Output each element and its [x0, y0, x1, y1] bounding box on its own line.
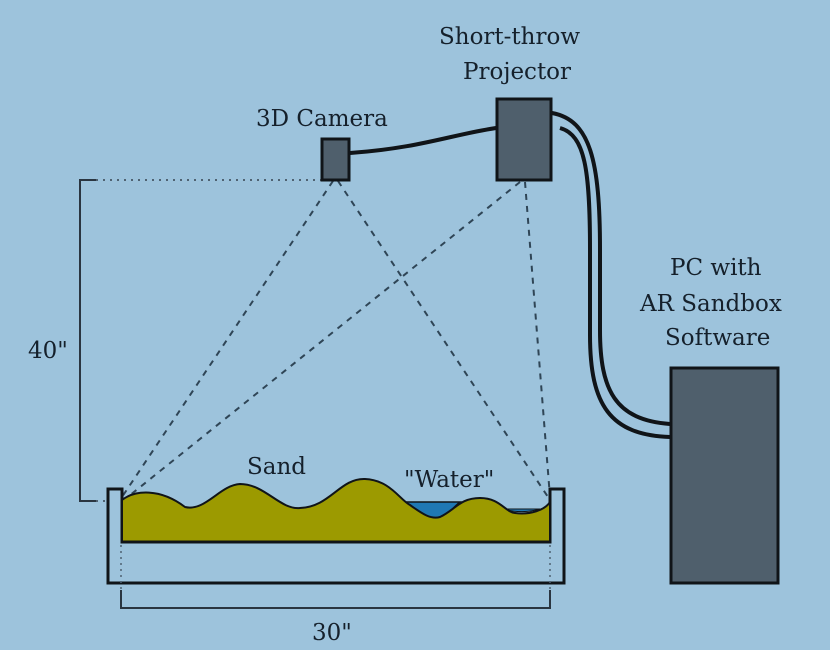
width-label: 30": [312, 620, 352, 646]
sandbox: [106, 477, 566, 585]
sand-surface: [121, 477, 551, 543]
pc-label-line2: AR Sandbox: [639, 291, 782, 317]
camera-label: 3D Camera: [256, 106, 388, 132]
camera-cable: [349, 126, 497, 155]
projector-label-line1: Short-throw: [439, 24, 580, 50]
pc-tower: [669, 366, 780, 585]
width-dimension: [120, 545, 551, 609]
pc-label-line3: Software: [665, 325, 770, 351]
height-label: 40": [28, 338, 68, 364]
projector: [495, 97, 553, 182]
pc-cables: [551, 111, 671, 439]
pc-label-line1: PC with: [670, 255, 762, 281]
projector-label-line2: Projector: [463, 59, 571, 85]
water-label: "Water": [404, 467, 494, 493]
camera-field-of-view: [121, 180, 549, 498]
sand-label: Sand: [247, 454, 306, 480]
projector-field-of-view: [123, 181, 551, 501]
height-dimension: [79, 179, 322, 502]
3d-camera: [320, 137, 351, 182]
